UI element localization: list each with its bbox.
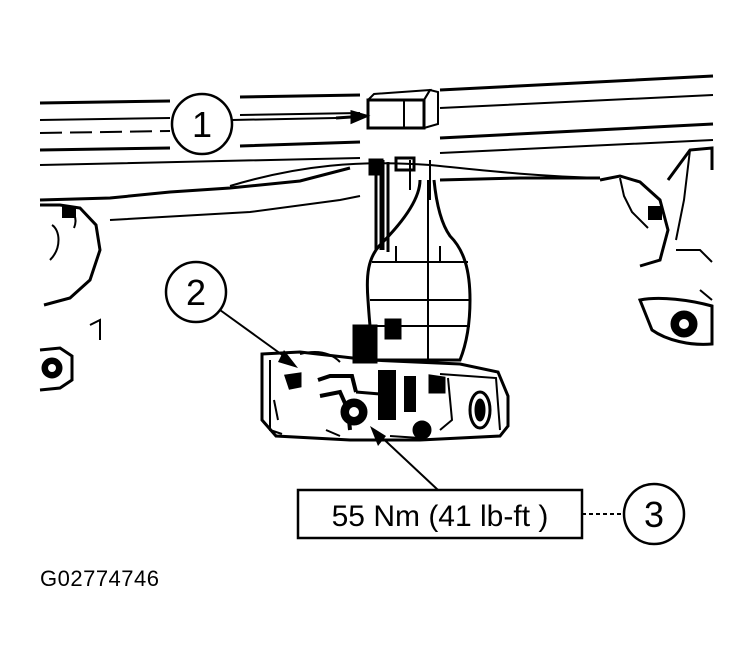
callout-1-leader (231, 117, 337, 121)
callout-1-circle (170, 92, 234, 156)
callout-3-circle (622, 482, 686, 546)
frame-crossmember (39, 74, 714, 221)
torque-leader (375, 431, 439, 491)
figure-id: G02774746 (40, 566, 160, 591)
callout-2-leader (219, 309, 293, 363)
callout-3-label: 3 (644, 494, 664, 535)
bracket-top (335, 88, 439, 130)
callout-2-circle (164, 260, 228, 324)
callout-2-label: 2 (186, 272, 206, 313)
mount-bracket-left (39, 203, 102, 392)
callout-2-arrowhead (278, 350, 298, 368)
torque-arrowhead (370, 426, 386, 446)
torque-spec-label: 55 Nm (41 lb-ft ) (332, 500, 549, 533)
lower-plate (260, 350, 510, 442)
callout-2: 2 (164, 260, 298, 368)
callout-1: 1 (170, 92, 337, 156)
callout-3: 3 (622, 482, 686, 546)
torque-callout: 55 Nm (41 lb-ft ) (296, 426, 624, 540)
bearing-assembly (352, 156, 472, 420)
callout-1-label: 1 (192, 104, 212, 145)
mount-bracket-right (599, 146, 714, 346)
